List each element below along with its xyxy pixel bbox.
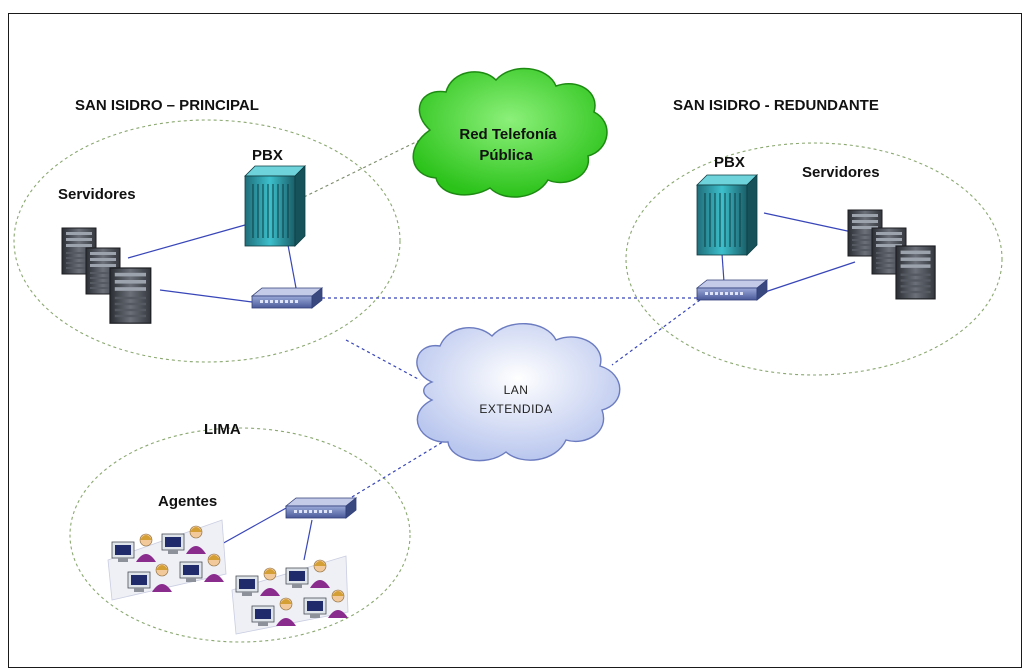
link-agents-switch-2 (303, 519, 313, 561)
zone-redundante-title: SAN ISIDRO - REDUNDANTE (673, 97, 879, 114)
link-agents-switch-1 (219, 506, 289, 546)
pbx-redundante (696, 174, 758, 256)
lan-label-line2: EXTENDIDA (479, 402, 552, 416)
link-principal-lan (345, 339, 421, 381)
link-server-switch-redundante (764, 261, 856, 293)
servers-principal-label: Servidores (58, 186, 136, 203)
link-redundante-lan (611, 299, 701, 366)
zone-principal-title: SAN ISIDRO – PRINCIPAL (75, 97, 259, 114)
link-pbx-switch-principal (287, 244, 297, 289)
pbx-redundante-label: PBX (714, 154, 745, 171)
lan-label-line1: LAN (504, 383, 529, 397)
zone-lima-outline (69, 427, 411, 643)
servers-redundante (847, 209, 936, 300)
switch-redundante (696, 279, 768, 301)
servers-redundante-label: Servidores (802, 164, 880, 181)
lan-cloud: LAN EXTENDIDA (416, 323, 621, 462)
agents-label: Agentes (158, 493, 217, 510)
zone-lima-title: LIMA (204, 421, 241, 438)
zone-redundante-outline (625, 142, 1003, 376)
switch-lima (285, 497, 357, 519)
switch-principal (251, 287, 323, 309)
link-pbx-switch-redundante (721, 253, 725, 283)
pstn-cloud: Red Telefonía Pública (412, 67, 608, 198)
servers-principal (61, 227, 152, 324)
pbx-principal (244, 165, 306, 247)
link-server-pbx-redundante (763, 212, 853, 233)
link-server-switch-principal (159, 289, 253, 303)
pstn-label-line1: Red Telefonía (459, 126, 557, 143)
link-server-pbx-principal (127, 224, 246, 259)
zone-principal-outline (13, 119, 401, 363)
link-lima-lan (351, 439, 447, 498)
pbx-principal-label: PBX (252, 147, 283, 164)
agents-group-2 (231, 555, 349, 635)
agents-group-1 (107, 519, 227, 601)
pstn-label-line2: Pública (479, 147, 533, 164)
